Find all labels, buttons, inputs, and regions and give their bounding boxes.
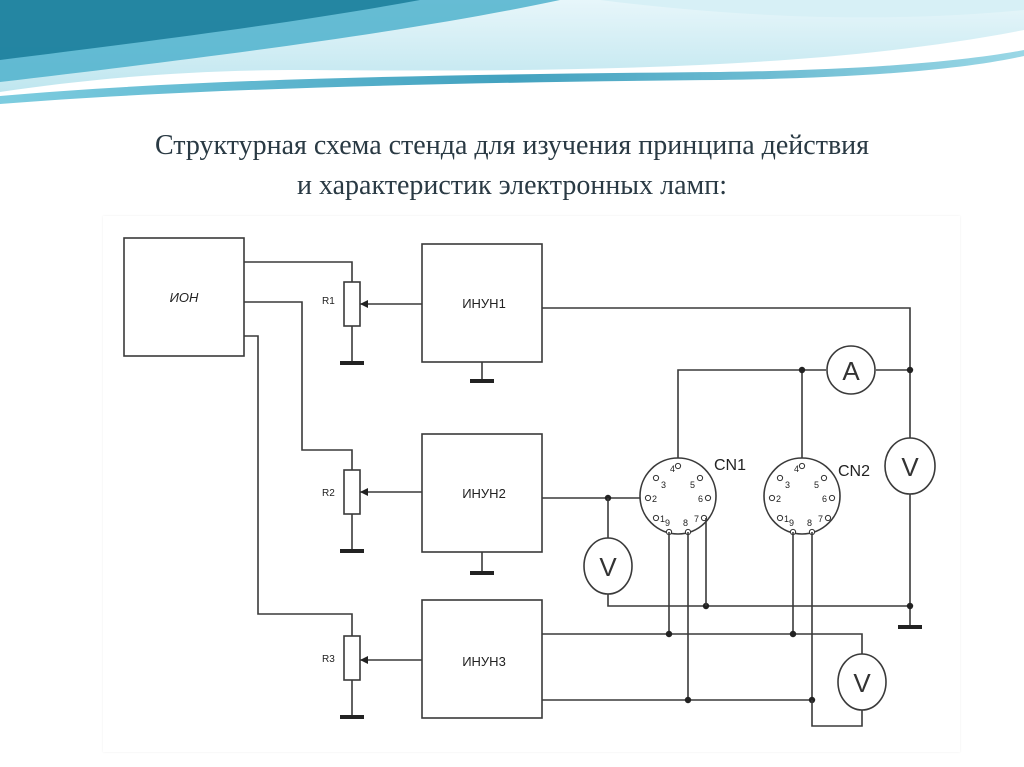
svg-text:8: 8 xyxy=(683,518,688,528)
wire-heater-voltmeter xyxy=(811,700,863,727)
svg-text:5: 5 xyxy=(690,480,695,490)
inun2-label: ИНУН2 xyxy=(462,486,506,501)
cn2-pins: 4 3 5 2 6 1 9 8 7 xyxy=(768,462,836,536)
r2-label: R2 xyxy=(322,488,335,499)
title-line-2: и характеристик электронных ламп: xyxy=(297,170,727,201)
voltmeter-heater-label: V xyxy=(853,668,871,698)
svg-text:9: 9 xyxy=(665,518,670,528)
ion-label: ИОН xyxy=(170,290,199,305)
svg-text:4: 4 xyxy=(670,464,675,474)
svg-text:3: 3 xyxy=(661,480,666,490)
inun2-box xyxy=(421,433,543,553)
wire-ion-r3 xyxy=(244,335,353,636)
svg-text:2: 2 xyxy=(776,494,781,504)
wire-cn1-ammeter xyxy=(677,369,826,466)
svg-text:4: 4 xyxy=(794,464,799,474)
resistor-r3 xyxy=(343,635,361,681)
wire-ion-r2 xyxy=(244,301,353,470)
inun3-label: ИНУН3 xyxy=(462,654,506,669)
ammeter xyxy=(826,345,876,395)
ammeter-label: A xyxy=(842,356,860,386)
voltmeter-heater xyxy=(837,653,887,711)
cn1-label: CN1 xyxy=(714,457,746,474)
cn2-label: CN2 xyxy=(838,463,870,480)
header-wave-decoration xyxy=(0,0,1024,104)
svg-text:9: 9 xyxy=(789,518,794,528)
resistor-r1 xyxy=(343,281,361,327)
inun1-label: ИНУН1 xyxy=(462,296,506,311)
svg-text:7: 7 xyxy=(694,514,699,524)
ion-box xyxy=(123,237,245,357)
svg-text:3: 3 xyxy=(785,480,790,490)
junction-rail xyxy=(906,366,914,374)
wire-inun1-rail xyxy=(542,307,911,438)
inun3-box xyxy=(421,599,543,719)
svg-text:2: 2 xyxy=(652,494,657,504)
arrow-r3 xyxy=(360,656,368,664)
wire-inun3-heater-a xyxy=(542,633,863,654)
title-line-1: Структурная схема стенда для изучения пр… xyxy=(154,130,870,161)
junction-ground xyxy=(906,602,914,610)
resistor-r2 xyxy=(343,469,361,515)
svg-text:1: 1 xyxy=(784,514,789,524)
svg-text:7: 7 xyxy=(818,514,823,524)
svg-text:6: 6 xyxy=(698,494,703,504)
r3-label: R3 xyxy=(322,654,335,665)
svg-text:1: 1 xyxy=(660,514,665,524)
socket-cn2 xyxy=(763,457,841,535)
arrow-r1 xyxy=(360,300,368,308)
svg-text:8: 8 xyxy=(807,518,812,528)
voltmeter-grid-label: V xyxy=(599,552,617,582)
voltmeter-anode xyxy=(884,437,936,495)
svg-text:5: 5 xyxy=(814,480,819,490)
junction-heater-a1 xyxy=(665,630,673,638)
cn1-pins: 4 3 5 2 6 1 9 8 7 xyxy=(644,462,712,536)
svg-text:6: 6 xyxy=(822,494,827,504)
junction-anode xyxy=(798,366,806,374)
socket-cn1 xyxy=(639,457,717,535)
r1-label: R1 xyxy=(322,296,335,307)
voltmeter-anode-label: V xyxy=(901,452,919,482)
junction-heater-a2 xyxy=(789,630,797,638)
wire-common-cathode xyxy=(607,594,910,607)
junction-heater-b1 xyxy=(684,696,692,704)
arrow-r2 xyxy=(360,488,368,496)
wire-ion-r1 xyxy=(244,261,353,282)
slide-title: Структурная схема стенда для изучения пр… xyxy=(0,126,1024,206)
